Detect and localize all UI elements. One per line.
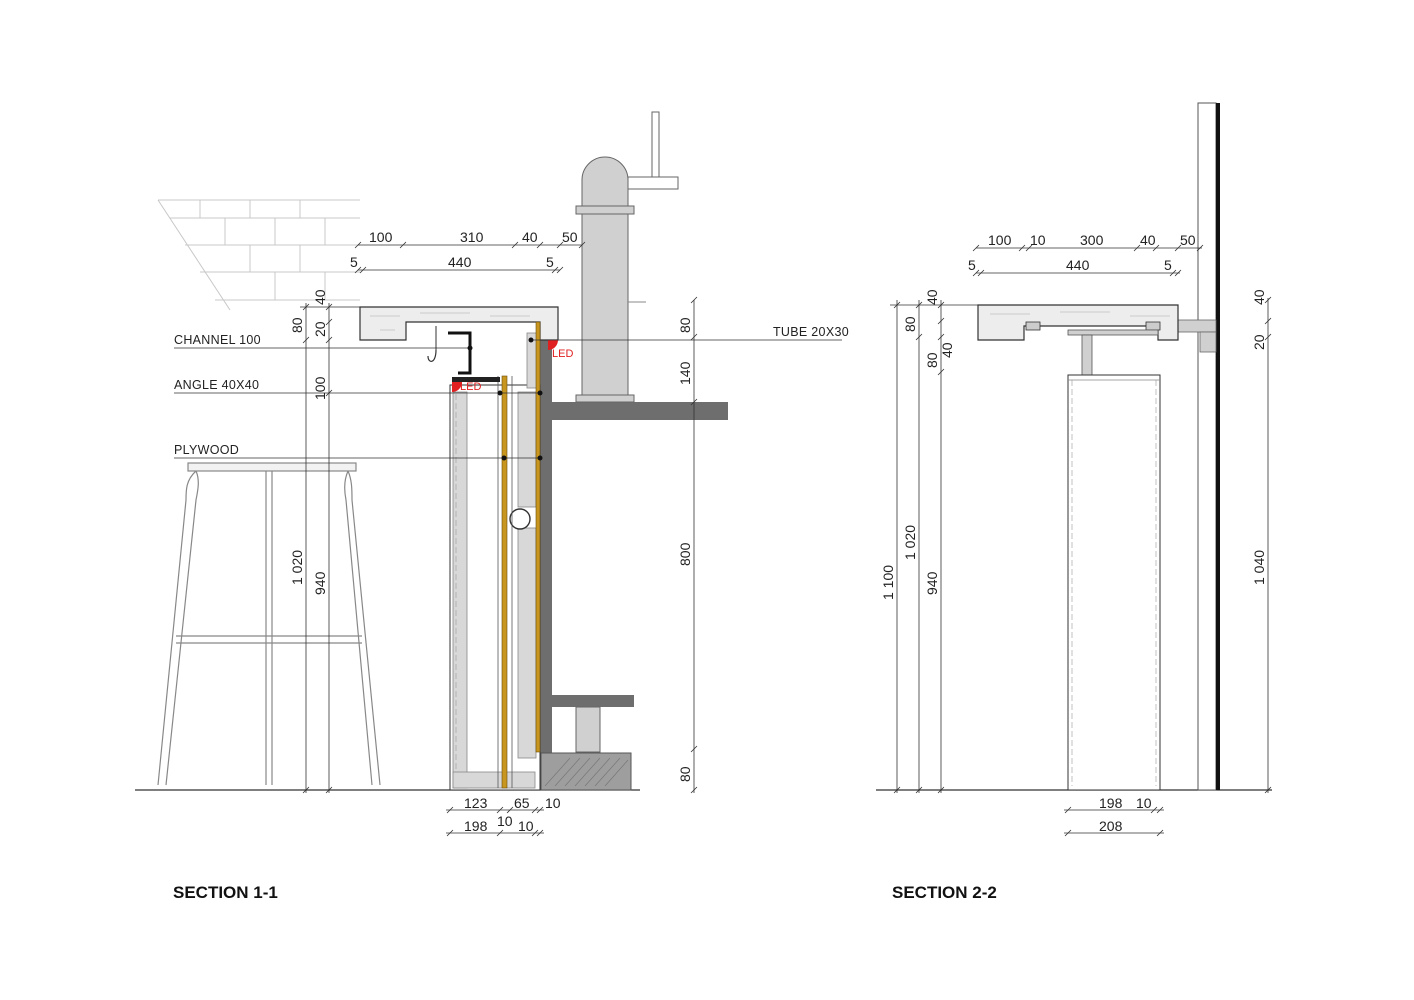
- counter-top-2: [977, 304, 1179, 341]
- section-1-title: SECTION 1-1: [173, 883, 278, 902]
- label-plywood: PLYWOOD: [174, 443, 239, 457]
- dim-bottom-65: 65: [514, 795, 530, 811]
- dim-top-310: 310: [460, 229, 484, 245]
- section-1-1: LED LED CHANNEL 100 ANGLE 40X40 PLYWOOD …: [135, 111, 849, 902]
- dim2-bottom-208: 208: [1099, 818, 1123, 834]
- led-label-top: LED: [552, 348, 573, 360]
- steel-angle: [452, 377, 500, 390]
- dim2-left-80-a: 80: [902, 316, 918, 332]
- section-2-title: SECTION 2-2: [892, 883, 997, 902]
- dim2-left-1020: 1 020: [902, 525, 918, 560]
- led-marker-bottom: [452, 382, 462, 392]
- dim-top-50: 50: [562, 229, 578, 245]
- dim-top-5-left: 5: [350, 254, 358, 270]
- brick-wall-background: [157, 199, 360, 311]
- right-dimensions-2: [1264, 296, 1272, 794]
- dim-top-100: 100: [369, 229, 393, 245]
- dim2-top-300: 300: [1080, 232, 1104, 248]
- dim2-right-1040: 1 040: [1251, 550, 1267, 585]
- dim-top-440: 440: [448, 254, 472, 270]
- dim2-right-20: 20: [1251, 334, 1267, 350]
- dim-left-80: 80: [289, 317, 305, 333]
- bottom-dimensions: [446, 806, 544, 837]
- steel-channel: [427, 326, 472, 375]
- cabinet-body-2: [1067, 374, 1161, 791]
- top-dimensions: [354, 241, 586, 274]
- dim-left-20: 20: [312, 321, 328, 337]
- dim2-top-100: 100: [988, 232, 1012, 248]
- wall-bracket: [1177, 319, 1217, 333]
- wall: [1197, 102, 1217, 791]
- dim2-top-5-left: 5: [968, 257, 976, 273]
- label-tube: TUBE 20X30: [773, 325, 849, 339]
- dim2-left-1100: 1 100: [880, 565, 896, 600]
- dim2-left-80-b: 80: [924, 352, 940, 368]
- dim2-bottom-10: 10: [1136, 795, 1152, 811]
- dim-left-100: 100: [312, 376, 328, 400]
- dim-left-940: 940: [312, 571, 328, 595]
- dim2-top-5-right: 5: [1164, 257, 1172, 273]
- dim2-left-40-b: 40: [939, 342, 955, 358]
- dim-top-40: 40: [522, 229, 538, 245]
- label-channel: CHANNEL 100: [174, 333, 261, 347]
- led-label-bottom: LED: [460, 381, 481, 393]
- dim-bottom-10-b: 10: [518, 818, 534, 834]
- leader-lines: [174, 337, 842, 461]
- left-dimensions-2: [890, 300, 978, 794]
- dim-bottom-10: 10: [545, 795, 561, 811]
- bottom-dimensions-2: [1064, 806, 1164, 837]
- right-dimensions: [690, 296, 698, 794]
- wall-plate: [1199, 331, 1217, 353]
- steel-support: [1067, 329, 1159, 336]
- dim-left-40: 40: [312, 289, 328, 305]
- dim-left-1020: 1 020: [289, 550, 305, 585]
- column-post: [575, 111, 679, 753]
- wall-finish: [1216, 103, 1220, 790]
- dim2-left-940: 940: [924, 571, 940, 595]
- dim2-top-440: 440: [1066, 257, 1090, 273]
- plywood-panels: [497, 321, 541, 789]
- dim2-right-40: 40: [1251, 289, 1267, 305]
- dim-bottom-198: 198: [464, 818, 488, 834]
- top-dimensions-2: [972, 244, 1204, 277]
- dim-top-5-right: 5: [546, 254, 554, 270]
- dim-right-140: 140: [677, 361, 693, 385]
- dim2-bottom-198: 198: [1099, 795, 1123, 811]
- dim-right-800: 800: [677, 542, 693, 566]
- dim2-left-40-a: 40: [924, 289, 940, 305]
- dim2-top-50: 50: [1180, 232, 1196, 248]
- steel-post-2: [1081, 334, 1093, 376]
- led-marker-top: [548, 340, 558, 350]
- section-2-2: 100 10 300 40 50 5 440 5 80 40 80 40 1 1…: [876, 102, 1272, 902]
- dim-right-80-bottom: 80: [677, 766, 693, 782]
- bar-stool: [157, 462, 381, 786]
- cabinet-body: [449, 332, 541, 791]
- concrete-counter-slab: [540, 340, 728, 791]
- left-dimensions: [300, 303, 360, 794]
- label-angle: ANGLE 40X40: [174, 378, 259, 392]
- dim2-top-40: 40: [1140, 232, 1156, 248]
- dim-bottom-123: 123: [464, 795, 488, 811]
- dim2-top-10: 10: [1030, 232, 1046, 248]
- dim-bottom-10-a: 10: [497, 813, 513, 829]
- dim-right-80: 80: [677, 317, 693, 333]
